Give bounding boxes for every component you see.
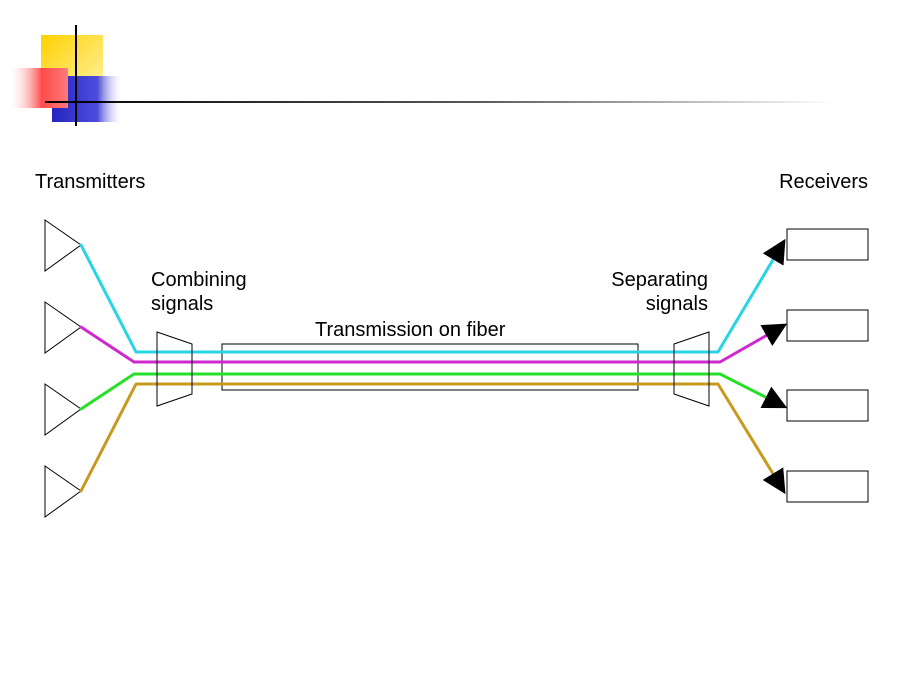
signal-line-gold (79, 382, 786, 495)
separating-signals-label: Separating signals (611, 268, 708, 316)
transmitter-triangle-icon (44, 383, 82, 436)
receiver-box (786, 309, 869, 342)
header-rule (45, 101, 835, 103)
receiver-box (786, 228, 869, 261)
combiner-trapezoid-icon (156, 331, 193, 407)
receivers-group (786, 228, 869, 503)
signal-lines (79, 238, 788, 495)
signal-line-magenta (79, 323, 788, 364)
corner-logo (10, 25, 835, 126)
separator-trapezoid-icon (673, 331, 710, 407)
separating-line-2: signals (645, 293, 708, 315)
combining-line-2: signals (151, 293, 214, 315)
fiber-box (221, 343, 639, 391)
receivers-label: Receivers (779, 171, 868, 193)
separating-line-1: Separating (611, 269, 708, 291)
transmitters-group (44, 219, 82, 518)
transmitter-triangle-icon (44, 301, 82, 354)
signal-line-green (79, 372, 788, 411)
combining-line-1: Combining (151, 269, 247, 291)
combining-signals-label: Combining signals (151, 268, 247, 316)
receiver-box (786, 470, 869, 503)
transmitter-triangle-icon (44, 219, 82, 272)
transmission-on-fiber-label: Transmission on fiber (315, 319, 506, 341)
signal-line-cyan (79, 238, 786, 354)
transmitters-label: Transmitters (35, 171, 146, 193)
transmitter-triangle-icon (44, 465, 82, 518)
receiver-box (786, 389, 869, 422)
